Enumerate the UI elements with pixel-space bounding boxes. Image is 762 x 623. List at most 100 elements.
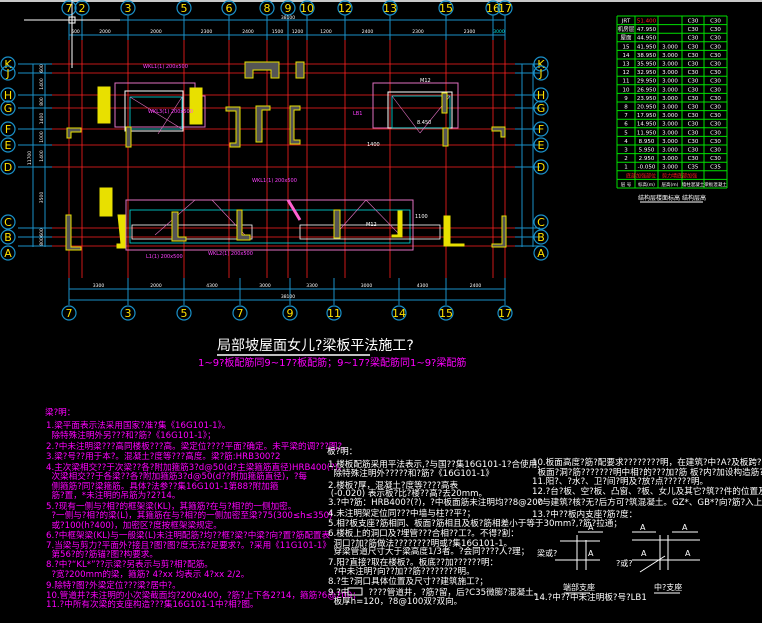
dimension-label: 1100	[415, 214, 428, 220]
dimension-text: 2000	[99, 29, 111, 35]
dimension-text: 600	[71, 29, 80, 35]
table-cell: C30	[710, 139, 721, 145]
beam-note-line: 筋?置，*未注明的吊筋为?2?14。	[46, 489, 180, 501]
beam-note-line: 4.主次梁相交??于次梁??各?附加箍筋3?d@50(d?主梁箍筋直径)HRB4…	[46, 461, 347, 473]
dimension-text: 800	[39, 97, 45, 106]
beam-note-line: 次梁相交??于各梁??各?附加箍筋3?d@50(d??附加箍筋直径)，?每	[46, 470, 307, 482]
dimension-total: 38100	[281, 15, 295, 21]
table-cell: 23.950	[637, 96, 657, 102]
drawing-title-block: 局部坡屋面女儿?梁板平法施工? 1~9?板配筋同9~17?板配筋；9~17?梁配…	[198, 337, 466, 369]
dimension-text: 1000	[39, 131, 45, 143]
dimension-text: 2400	[242, 29, 254, 35]
dimension-text: 1200	[292, 29, 304, 35]
dimension-text: 3000	[361, 283, 373, 289]
table-cell: C35	[710, 165, 721, 171]
slab-note-line: 13.?中??板内支座?筋?度：	[532, 508, 637, 520]
table-cell: 51.400	[637, 19, 657, 25]
table-cell: 14	[623, 53, 630, 59]
axis-bubble-bottom	[326, 305, 342, 321]
axis-bubble-top	[497, 0, 513, 16]
slab-note-line: 9.?中 ????管道井，?筋?留，后?C35微膨?混凝土。	[328, 586, 542, 598]
table-cell: C30	[688, 36, 699, 42]
table-cell: C30	[710, 53, 721, 59]
axis-bubble-left	[0, 87, 16, 103]
beam-note-line: ?一侧与?相?的梁(L)，其箍筋在与?相?的一侧加密至梁?75(300≤h≤35…	[46, 509, 333, 521]
table-cell: C30	[710, 130, 721, 136]
table-cell: C30	[710, 62, 721, 68]
beam-note-line: 第56?的?筋锚?图?构要求。	[46, 548, 158, 560]
axis-bubble-left-label: C	[4, 216, 12, 229]
table-header-cell: 层高(m)	[662, 181, 679, 188]
table-cell: C30	[710, 27, 721, 33]
table-cell: C30	[710, 122, 721, 128]
middle-support-label: 中?支座	[654, 582, 682, 592]
dimension-text: 1400	[39, 150, 45, 162]
table-cell: C30	[688, 87, 699, 93]
axis-bubble-left-label: G	[4, 102, 13, 115]
dimension-text: 3500	[39, 192, 45, 204]
axis-bubble-right	[533, 100, 549, 116]
axis-bubble-left	[0, 100, 16, 116]
beam-note-line: 8.?中?“KL*”??示梁?另表示与剪?相?配筋。	[46, 558, 213, 570]
axis-bubble-left-label: K	[4, 58, 12, 71]
table-cell: 29.950	[637, 79, 657, 85]
axis-bubble-left-label: A	[4, 247, 12, 260]
table-cell: 12	[623, 70, 630, 76]
table-cell: 5.950	[639, 148, 655, 154]
table-header-cell: 墙柱混凝土	[682, 181, 705, 188]
slab-edge-left	[129, 96, 183, 130]
beam-label: WKL1(1) 200x500	[143, 64, 188, 70]
axis-bubble-top-label: 15	[439, 2, 453, 15]
shear-walls	[65, 61, 507, 251]
drawing-title: 局部坡屋面女儿?梁板平法施工?	[217, 337, 414, 354]
axis-bubble-left	[0, 137, 16, 153]
table-cell: 8.950	[639, 139, 655, 145]
beam-note-line: 除特殊注明外另???和?筋?《16G101-1》；	[46, 429, 216, 441]
table-header-cell: 标高(m)	[638, 181, 655, 188]
table-cell: C30	[688, 53, 699, 59]
table-cell: JRT	[621, 19, 631, 25]
table-cell: 3.000	[662, 87, 678, 93]
table-cell: C30	[710, 105, 721, 111]
table-red-note: 底部加强部位	[626, 172, 656, 179]
plan-labels: WKL1(1) 200x500 WKL3(1) 200x500 L1(1) 20…	[143, 64, 431, 260]
table-cell: C30	[688, 19, 699, 25]
table-cell: 2	[624, 156, 628, 162]
slab-note-line: 除特殊注明外?????和?筋?《16G101-1》	[328, 467, 494, 479]
axis-bubble-right-label: D	[537, 161, 545, 174]
axis-bubble-bottom	[232, 305, 248, 321]
table-cell: C30	[710, 36, 721, 42]
anchor-label: M12	[366, 222, 377, 228]
shaft-symbol-icon	[347, 587, 363, 596]
axis-bubble-top	[176, 0, 192, 16]
dimension-text: 800	[39, 237, 45, 246]
slab-note-line: 5.相?板支座?筋相同、板面?筋相且及板?筋相差小于等于30mm?,?筋?拉通；	[328, 517, 622, 529]
table-cell: C30	[710, 79, 721, 85]
axis-bubble-bottom-label: 3	[125, 307, 132, 320]
axis-bubble-top-label: 5	[181, 2, 188, 15]
roof-outline-right	[372, 82, 459, 129]
axis-bubble-left	[0, 229, 16, 245]
dimension-text: 3300	[93, 283, 105, 289]
dimension-text: 2300	[201, 29, 213, 35]
table-cell: C30	[688, 96, 699, 102]
axis-bubble-top	[221, 0, 237, 16]
table-cell: 3.000	[662, 122, 678, 128]
table-cell: 11.950	[637, 130, 657, 136]
dimension-text: 600	[39, 228, 45, 237]
drawing-subtitle: 1~9?板配筋同9~17?板配筋；9~17?梁配筋同1~9?梁配筋	[198, 356, 466, 369]
slab-notes-continued: 10.板面高度?筋?配要求????????明，在建筑?中?A?及板跨?3.9m的…	[532, 456, 762, 520]
table-cell: 44.950	[637, 36, 657, 42]
parapet-left	[124, 90, 184, 132]
dimension-label: 1400	[367, 142, 380, 148]
table-cell: 5	[624, 130, 628, 136]
